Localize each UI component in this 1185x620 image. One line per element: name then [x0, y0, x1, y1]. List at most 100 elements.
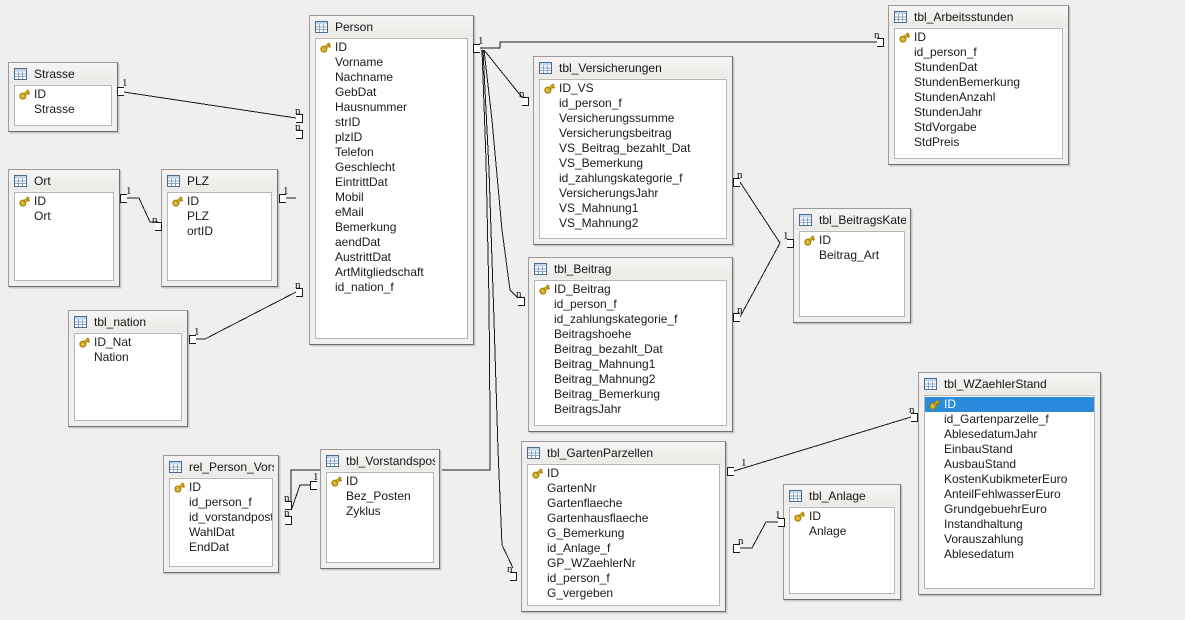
field-row[interactable]: Beitrag_Mahnung1	[535, 357, 726, 372]
field-row[interactable]: VS_Mahnung2	[540, 216, 726, 231]
field-row[interactable]: StdVorgabe	[895, 120, 1062, 135]
field-row[interactable]: EinbauStand	[925, 442, 1094, 457]
field-row[interactable]: Beitrag_Art	[800, 248, 904, 263]
field-row[interactable]: PLZ	[168, 209, 271, 224]
field-row-primary-key[interactable]: ID_Beitrag	[535, 282, 726, 297]
relationship-connector-stub[interactable]	[510, 572, 517, 581]
field-row[interactable]: eMail	[316, 205, 467, 220]
field-row-primary-key[interactable]: ID	[15, 194, 113, 209]
relationship-connector-stub[interactable]	[778, 518, 785, 527]
table-header-tbl_nation[interactable]: tbl_nation	[69, 311, 187, 332]
field-row[interactable]: AblesedatumJahr	[925, 427, 1094, 442]
field-row[interactable]: Mobil	[316, 190, 467, 205]
field-row[interactable]: EndDat	[170, 540, 272, 555]
relationship-connector-stub[interactable]	[733, 313, 740, 322]
relationship-connector-stub[interactable]	[296, 288, 303, 297]
relationship-connector-stub[interactable]	[285, 516, 292, 525]
field-row[interactable]: id_Gartenparzelle_f	[925, 412, 1094, 427]
table-header-tbl_beitrag[interactable]: tbl_Beitrag	[529, 258, 732, 279]
field-row-primary-key[interactable]: ID	[316, 40, 467, 55]
table-header-ort[interactable]: Ort	[9, 170, 119, 191]
field-row[interactable]: G_vergeben	[528, 586, 719, 601]
field-row[interactable]: Hausnummer	[316, 100, 467, 115]
field-row[interactable]: Nachname	[316, 70, 467, 85]
field-row[interactable]: AnteilFehlwasserEuro	[925, 487, 1094, 502]
field-row[interactable]: id_person_f	[895, 45, 1062, 60]
field-row-primary-key[interactable]: ID	[925, 397, 1094, 412]
relationship-connector-stub[interactable]	[155, 222, 162, 231]
field-row[interactable]: StundenDat	[895, 60, 1062, 75]
field-row[interactable]: StundenJahr	[895, 105, 1062, 120]
field-row[interactable]: StundenAnzahl	[895, 90, 1062, 105]
field-row[interactable]: Vorname	[316, 55, 467, 70]
field-row[interactable]: Gartenflaeche	[528, 496, 719, 511]
field-row-primary-key[interactable]: ID_VS	[540, 81, 726, 96]
field-row[interactable]: Ablesedatum	[925, 547, 1094, 562]
relationship-connector-stub[interactable]	[787, 239, 794, 248]
field-row[interactable]: Telefon	[316, 145, 467, 160]
field-row[interactable]: id_Anlage_f	[528, 541, 719, 556]
field-row[interactable]: VS_Beitrag_bezahlt_Dat	[540, 141, 726, 156]
field-row[interactable]: BeitragsJahr	[535, 402, 726, 417]
field-row-primary-key[interactable]: ID	[800, 233, 904, 248]
field-row[interactable]: G_Bemerkung	[528, 526, 719, 541]
field-row-primary-key[interactable]: ID_Nat	[75, 335, 181, 350]
field-row-primary-key[interactable]: ID	[895, 30, 1062, 45]
field-row[interactable]: Beitrag_bezahlt_Dat	[535, 342, 726, 357]
field-row[interactable]: KostenKubikmeterEuro	[925, 472, 1094, 487]
field-row[interactable]: id_person_f	[535, 297, 726, 312]
field-row[interactable]: VS_Bemerkung	[540, 156, 726, 171]
table-header-person[interactable]: Person	[310, 16, 473, 37]
field-row[interactable]: id_person_f	[540, 96, 726, 111]
field-row[interactable]: strID	[316, 115, 467, 130]
field-row[interactable]: aendDat	[316, 235, 467, 250]
table-header-plz[interactable]: PLZ	[162, 170, 277, 191]
field-row[interactable]: Bemerkung	[316, 220, 467, 235]
field-row[interactable]: Gartenhausflaeche	[528, 511, 719, 526]
table-header-tbl_vorstandspos[interactable]: tbl_Vorstandspos	[321, 450, 439, 471]
field-row[interactable]: StundenBemerkung	[895, 75, 1062, 90]
field-row[interactable]: Strasse	[15, 102, 111, 117]
relationship-connector-stub[interactable]	[279, 194, 286, 203]
field-row[interactable]: id_zahlungskategorie_f	[535, 312, 726, 327]
relationship-connector-stub[interactable]	[189, 335, 196, 344]
field-row[interactable]: id_vorstandposte	[170, 510, 272, 525]
field-row[interactable]: AusbauStand	[925, 457, 1094, 472]
field-row[interactable]: Anlage	[790, 524, 894, 539]
field-row[interactable]: Zyklus	[327, 504, 433, 519]
field-row[interactable]: VersicherungsJahr	[540, 186, 726, 201]
table-header-tbl_versicherungen[interactable]: tbl_Versicherungen	[534, 57, 732, 78]
field-row-primary-key[interactable]: ID	[170, 480, 272, 495]
relationship-connector-stub[interactable]	[733, 544, 740, 553]
field-row[interactable]: Nation	[75, 350, 181, 365]
relationship-connector-stub[interactable]	[296, 130, 303, 139]
relationship-connector-stub[interactable]	[733, 178, 740, 187]
field-row[interactable]: Geschlecht	[316, 160, 467, 175]
field-row[interactable]: Ort	[15, 209, 113, 224]
field-row[interactable]: plzID	[316, 130, 467, 145]
field-row[interactable]: id_nation_f	[316, 280, 467, 295]
field-row[interactable]: Instandhaltung	[925, 517, 1094, 532]
field-row[interactable]: GP_WZaehlerNr	[528, 556, 719, 571]
field-row[interactable]: GebDat	[316, 85, 467, 100]
field-row[interactable]: Beitrag_Mahnung2	[535, 372, 726, 387]
table-rel_person_vorsta[interactable]: rel_Person_VorstaIDid_person_fid_vorstan…	[163, 455, 279, 573]
relationship-connector-stub[interactable]	[310, 481, 317, 490]
